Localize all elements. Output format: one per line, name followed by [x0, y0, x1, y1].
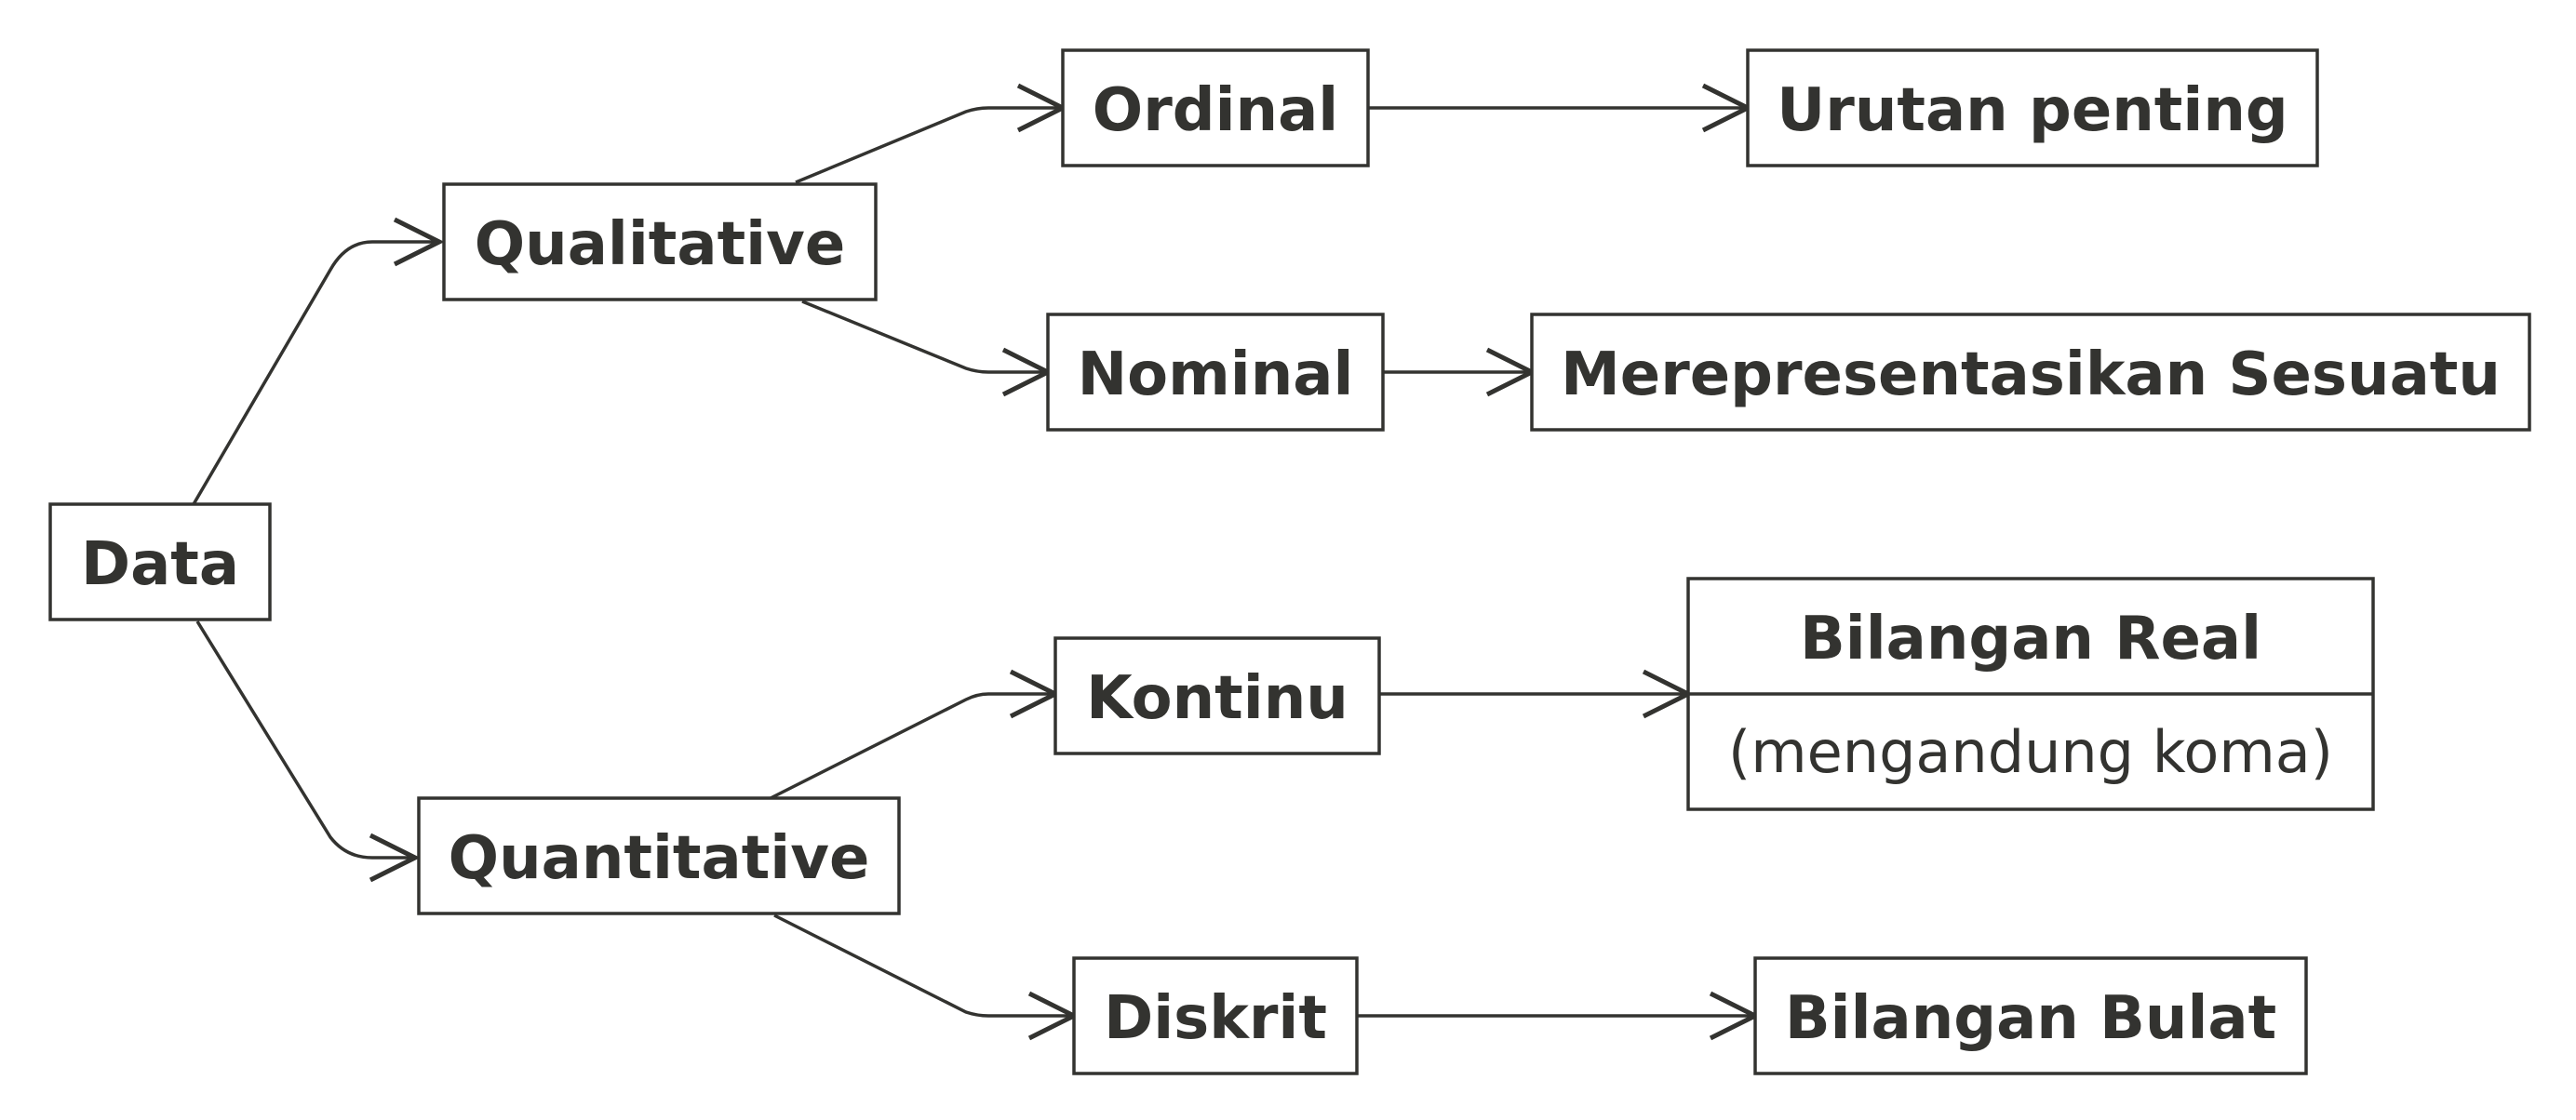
edge-ordinal-urutan-penting — [1368, 83, 1753, 133]
node-quantitative-label: Quantitative — [449, 824, 870, 893]
node-merepresentasikan-label: Merepresentasikan Sesuatu — [1561, 340, 2501, 409]
node-diskrit: Diskrit — [1072, 956, 1359, 1075]
edge-data-qualitative — [192, 217, 445, 505]
edge-quantitative-diskrit — [773, 913, 1080, 1041]
node-kontinu: Kontinu — [1053, 636, 1381, 755]
node-qualitative-label: Qualitative — [475, 210, 845, 279]
node-ordinal-label: Ordinal — [1093, 76, 1338, 145]
node-merepresentasikan: Merepresentasikan Sesuatu — [1530, 313, 2531, 432]
node-bilangan-real: Bilangan Real (mengandung koma) — [1686, 577, 2375, 811]
node-bilangan-real-title: Bilangan Real — [1800, 605, 2261, 673]
edge-qualitative-ordinal — [795, 83, 1068, 184]
node-urutan-penting: Urutan penting — [1746, 48, 2319, 167]
node-urutan-penting-label: Urutan penting — [1777, 76, 2288, 145]
edge-kontinu-bilangan-real — [1379, 669, 1694, 719]
node-qualitative: Qualitative — [442, 182, 878, 301]
node-ordinal: Ordinal — [1061, 48, 1370, 167]
node-data-label: Data — [81, 530, 239, 599]
node-quantitative: Quantitative — [417, 796, 901, 915]
node-bilangan-bulat: Bilangan Bulat — [1753, 956, 2308, 1075]
node-nominal-label: Nominal — [1078, 340, 1354, 409]
node-diskrit-label: Diskrit — [1104, 984, 1327, 1053]
node-bilangan-bulat-label: Bilangan Bulat — [1785, 984, 2276, 1053]
edge-qualitative-nominal — [801, 300, 1053, 397]
node-nominal: Nominal — [1046, 313, 1385, 432]
edge-quantitative-kontinu — [770, 669, 1061, 800]
edge-nominal-merepresentasikan — [1383, 347, 1537, 397]
node-data: Data — [48, 502, 272, 621]
edge-data-quantitative — [195, 620, 421, 883]
node-bilangan-real-note: (mengandung koma) — [1728, 718, 2333, 786]
edge-diskrit-bilangan-bulat — [1357, 991, 1761, 1041]
node-kontinu-label: Kontinu — [1086, 664, 1348, 733]
